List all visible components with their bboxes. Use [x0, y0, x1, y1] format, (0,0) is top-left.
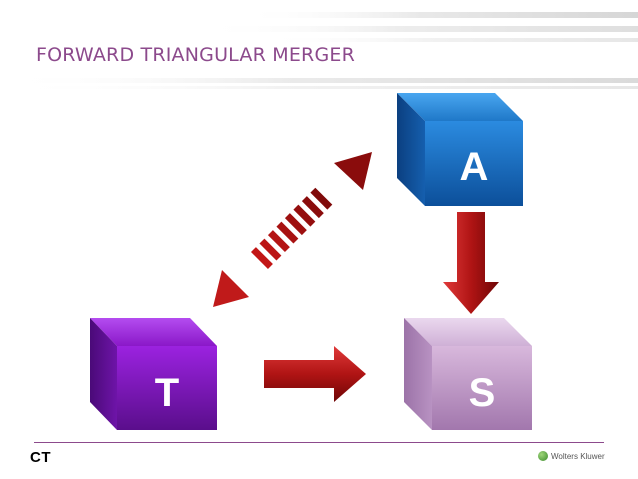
target-box: T	[90, 318, 217, 430]
subsidiary-label: S	[469, 371, 496, 415]
subsidiary-box: S	[404, 318, 532, 430]
brand-name: Wolters Kluwer	[551, 451, 605, 461]
arrow-t-to-s	[264, 346, 366, 402]
brand: Wolters Kluwer	[538, 451, 605, 461]
acquirer-box: A	[397, 93, 523, 206]
header-stripes	[0, 12, 638, 89]
ct-logo: CT	[30, 449, 51, 466]
arrow-a-to-t-dashed	[213, 152, 372, 307]
footer-rule	[34, 442, 604, 443]
target-label: T	[155, 371, 179, 415]
slide-title: FORWARD TRIANGULAR MERGER	[36, 44, 355, 66]
arrow-a-to-s	[443, 212, 499, 314]
acquirer-label: A	[460, 145, 489, 189]
wolters-kluwer-logo-icon	[538, 451, 548, 461]
